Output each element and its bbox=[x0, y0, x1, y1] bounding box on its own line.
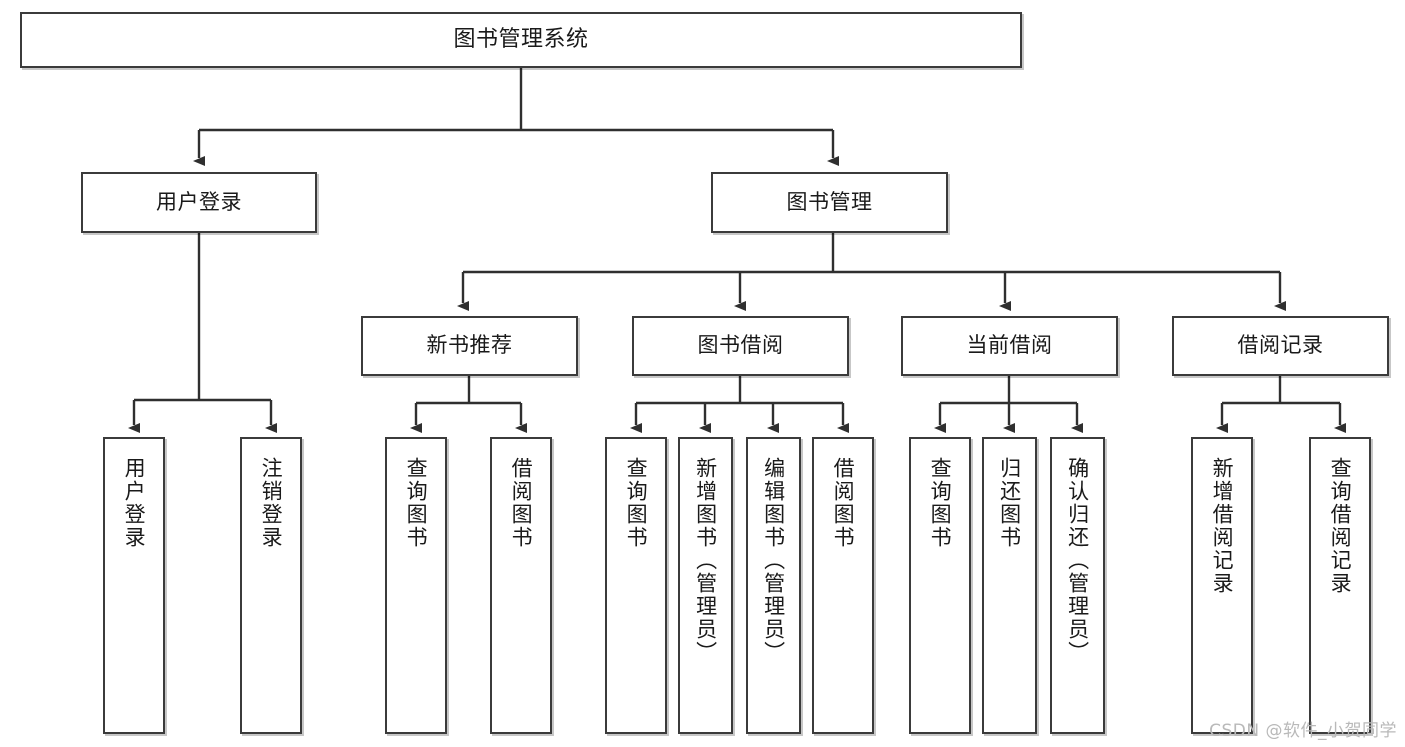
node-borrow-record[interactable]: 借阅记录 bbox=[1172, 316, 1389, 376]
node-label: 图书借阅 bbox=[697, 333, 784, 358]
node-label: 图书管理系统 bbox=[453, 26, 589, 52]
node-label: 借阅图书 bbox=[831, 457, 856, 549]
leaf-book-borrow-query-book[interactable]: 查询图书 bbox=[605, 437, 667, 734]
leaf-book-borrow-edit-book-admin[interactable]: 编辑图书（管理员） bbox=[746, 437, 801, 734]
node-label: 新增图书（管理员） bbox=[693, 457, 718, 664]
leaf-user-login-login[interactable]: 用户登录 bbox=[103, 437, 165, 734]
leaf-current-borrow-confirm-return-admin[interactable]: 确认归还（管理员） bbox=[1050, 437, 1105, 734]
node-book-management[interactable]: 图书管理 bbox=[711, 172, 948, 233]
node-current-borrow[interactable]: 当前借阅 bbox=[901, 316, 1118, 376]
leaf-book-borrow-borrow-book[interactable]: 借阅图书 bbox=[812, 437, 874, 734]
node-label: 确认归还（管理员） bbox=[1065, 457, 1090, 664]
node-label: 注销登录 bbox=[259, 457, 284, 549]
node-root-book-management-system[interactable]: 图书管理系统 bbox=[20, 12, 1022, 68]
node-label: 编辑图书（管理员） bbox=[761, 457, 786, 664]
node-label: 用户登录 bbox=[122, 457, 147, 549]
node-label: 查询图书 bbox=[624, 457, 649, 549]
node-user-login[interactable]: 用户登录 bbox=[81, 172, 317, 233]
node-label: 新书推荐 bbox=[426, 333, 513, 358]
node-label: 归还图书 bbox=[997, 457, 1022, 549]
leaf-current-borrow-return-book[interactable]: 归还图书 bbox=[982, 437, 1037, 734]
node-label: 新增借阅记录 bbox=[1210, 457, 1235, 595]
leaf-user-login-logout[interactable]: 注销登录 bbox=[240, 437, 302, 734]
node-label: 查询图书 bbox=[928, 457, 953, 549]
node-book-borrow[interactable]: 图书借阅 bbox=[632, 316, 849, 376]
node-label: 查询图书 bbox=[404, 457, 429, 549]
leaf-current-borrow-query-book[interactable]: 查询图书 bbox=[909, 437, 971, 734]
node-label: 图书管理 bbox=[786, 189, 873, 214]
node-label: 借阅图书 bbox=[509, 457, 534, 549]
node-label: 借阅记录 bbox=[1237, 333, 1324, 358]
leaf-new-book-query-book[interactable]: 查询图书 bbox=[385, 437, 447, 734]
node-label: 当前借阅 bbox=[966, 333, 1053, 358]
leaf-book-borrow-add-book-admin[interactable]: 新增图书（管理员） bbox=[678, 437, 733, 734]
watermark: CSDN @软件_小贺同学 bbox=[1209, 721, 1397, 741]
node-label: 用户登录 bbox=[156, 189, 242, 214]
node-new-book-recommend[interactable]: 新书推荐 bbox=[361, 316, 578, 376]
leaf-new-book-borrow-book[interactable]: 借阅图书 bbox=[490, 437, 552, 734]
leaf-borrow-record-add-record[interactable]: 新增借阅记录 bbox=[1191, 437, 1253, 734]
node-label: 查询借阅记录 bbox=[1328, 457, 1353, 595]
leaf-borrow-record-query-record[interactable]: 查询借阅记录 bbox=[1309, 437, 1371, 734]
